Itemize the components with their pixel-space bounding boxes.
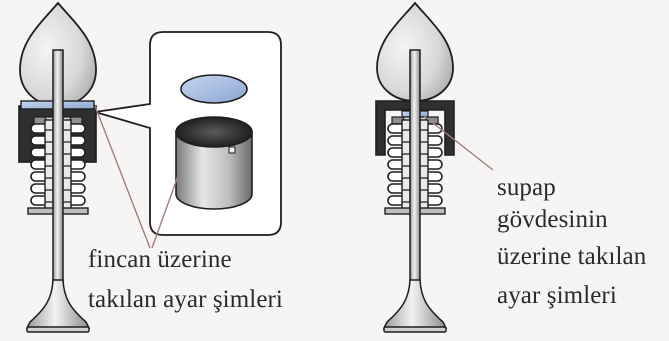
right-valve-assembly <box>376 3 454 332</box>
right-callout-label-line-2: gövdesinin <box>497 204 608 235</box>
right-callout-label-line-4: ayar şimleri <box>497 280 617 311</box>
left-callout-label-line-2: takılan ayar şimleri <box>88 284 283 315</box>
right-callout-label-line-1: supap <box>497 172 556 203</box>
exploded-shim <box>181 75 247 103</box>
right-callout-label-line-3: üzerine takılan <box>497 241 646 272</box>
left-callout-label-line-1: fincan üzerine <box>88 244 232 275</box>
exploded-bucket-cup <box>176 117 252 209</box>
left-valve-assembly <box>19 3 96 332</box>
shim-callout-bubble <box>95 32 281 235</box>
